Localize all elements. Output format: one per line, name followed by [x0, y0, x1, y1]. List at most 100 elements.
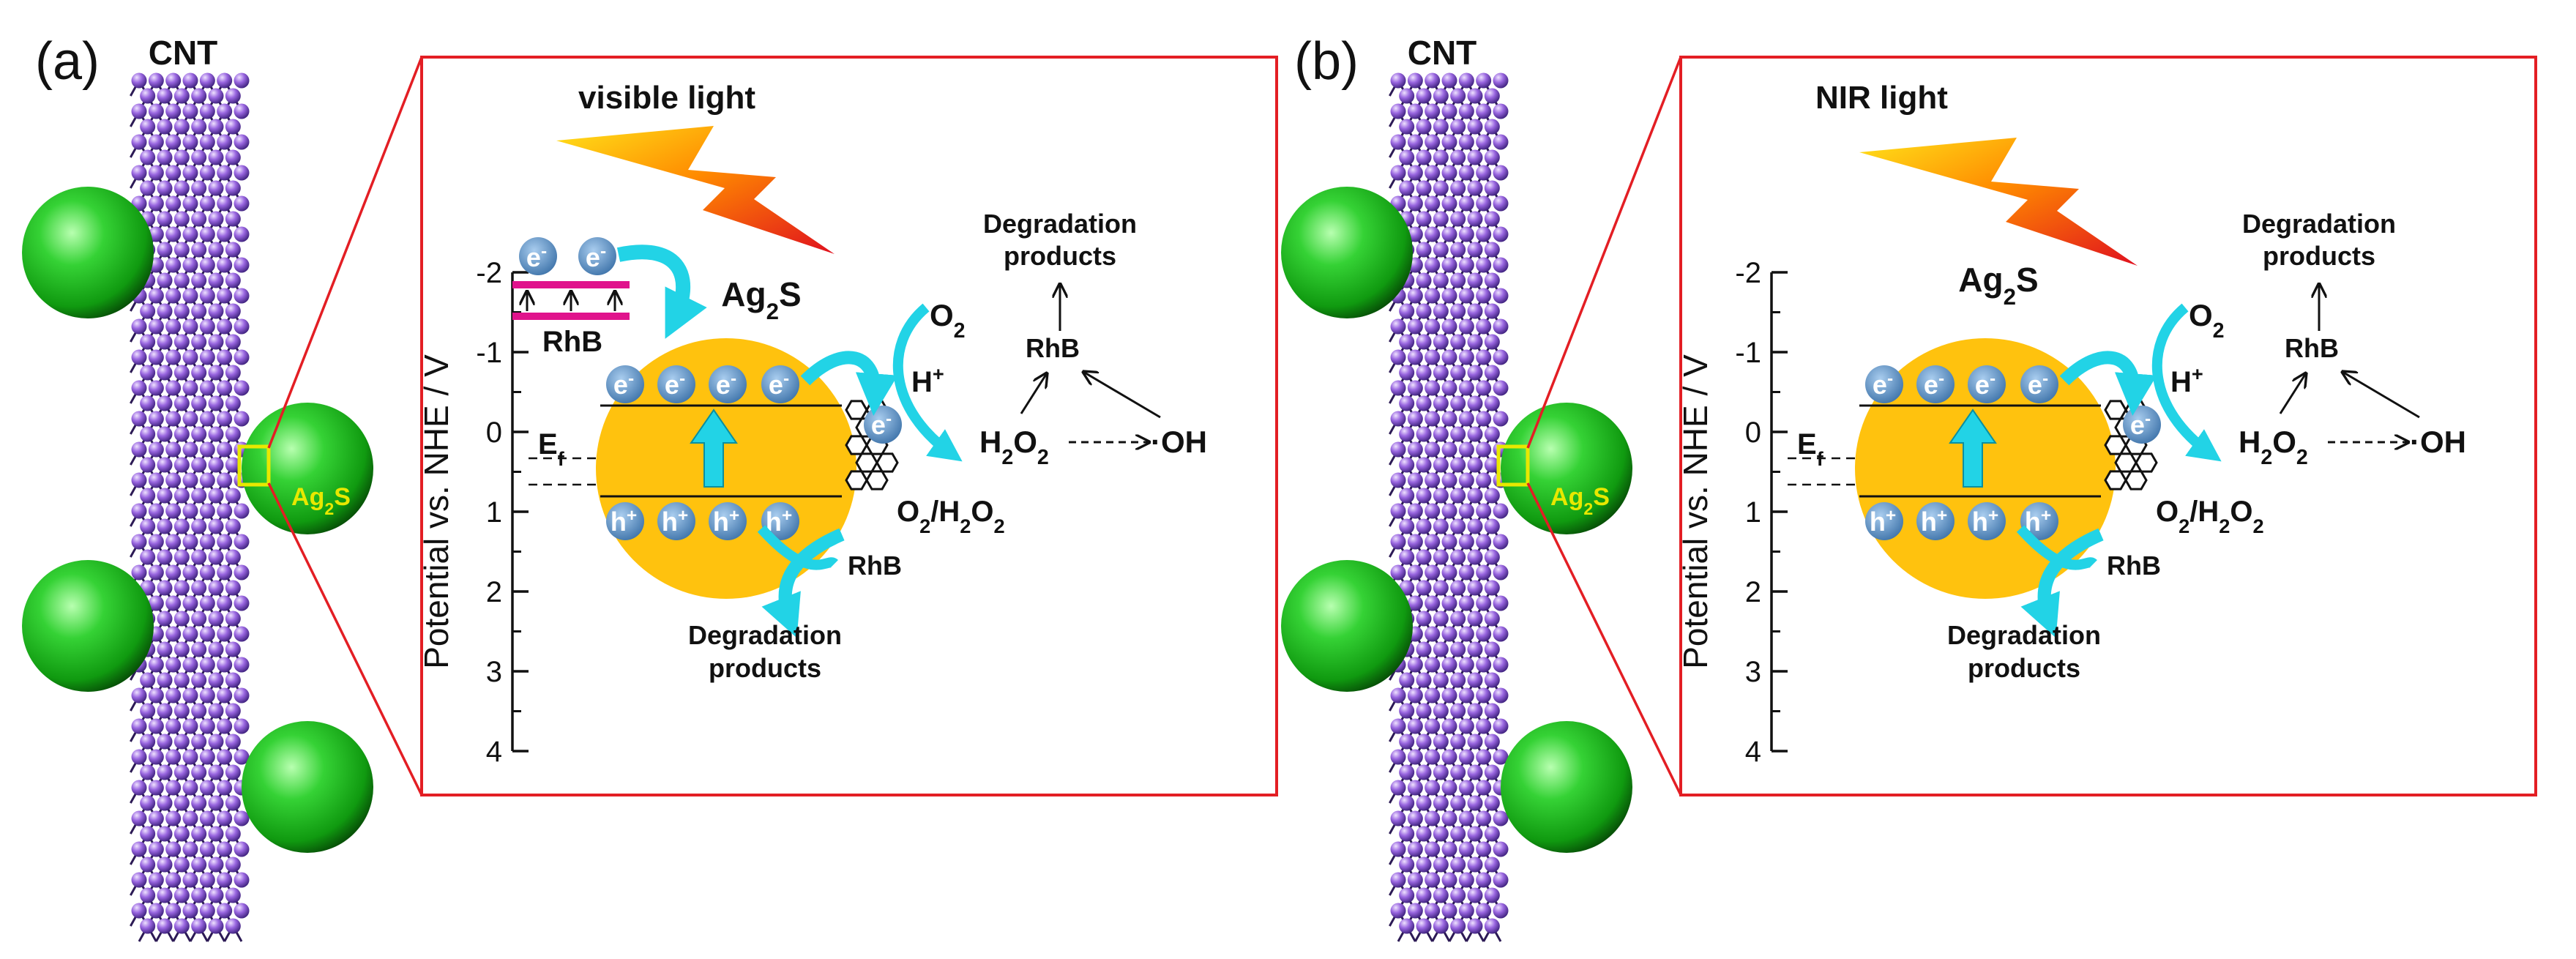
cnt-atom — [191, 303, 207, 319]
cnt-atom — [234, 195, 250, 212]
cnt-atom — [1450, 488, 1466, 504]
cnt-atom — [140, 764, 156, 780]
cnt-atom — [1433, 426, 1449, 442]
o2h2o2-label: O2/H2O2 — [2156, 496, 2264, 537]
axis-tick-label: 0 — [1745, 417, 1761, 449]
cnt-atom — [1476, 72, 1492, 89]
cnt-atom — [1476, 749, 1492, 765]
cnt-atom — [1484, 734, 1500, 750]
oh-attack-arrow — [2342, 372, 2420, 419]
cnt-atom — [191, 580, 207, 596]
cnt-atom — [1458, 288, 1474, 304]
rhb-middle-label: RhB — [2285, 333, 2339, 363]
cnt-atom — [191, 149, 207, 165]
cnt-atom — [140, 826, 156, 842]
cnt-atom — [173, 826, 190, 842]
cnt-atom — [234, 226, 250, 242]
cnt-atom — [1433, 149, 1449, 165]
cnt-atom — [217, 657, 233, 673]
axis-tick-label: 3 — [1745, 656, 1761, 688]
cnt-atom — [1484, 518, 1500, 534]
cnt-atom — [1458, 72, 1474, 89]
rhb-lumo-bar — [512, 281, 630, 288]
cnt-atom — [182, 349, 198, 365]
cnt-atom — [165, 564, 182, 581]
cnt-atom — [131, 903, 147, 919]
hexagon — [2114, 452, 2138, 473]
cnt-atom — [225, 734, 241, 750]
light-label: NIR light — [1815, 80, 1948, 116]
cnt-atom — [1467, 488, 1483, 504]
cnt-atom — [182, 687, 198, 704]
cnt-atom — [1484, 703, 1500, 719]
cnt-atom — [182, 749, 198, 765]
cnt-atom — [148, 318, 164, 335]
cnt-atom — [199, 165, 215, 181]
cnt-atom — [1467, 303, 1483, 319]
electron-label: e- — [2028, 369, 2048, 400]
cnt-atom — [1450, 457, 1466, 473]
cnt-atom — [157, 672, 173, 688]
cnt-atom — [1441, 626, 1457, 642]
cnt-atom — [1425, 318, 1441, 335]
cnt-atom — [1458, 441, 1474, 458]
rhb-sensitizer-label: RhB — [542, 326, 602, 358]
cnt-atom — [1450, 795, 1466, 811]
cnt-atom — [1450, 211, 1466, 227]
cnt-atom — [1441, 349, 1457, 365]
cnt-atom — [1416, 242, 1432, 258]
cnt-atom — [1399, 88, 1415, 104]
cnt-atom — [217, 72, 233, 89]
cnt-atom — [217, 165, 233, 181]
cnt-atom — [157, 119, 173, 135]
cnt-atom — [191, 518, 207, 534]
cnt-atom — [1476, 195, 1492, 212]
cnt-atom — [1441, 226, 1457, 242]
cnt-atom — [131, 749, 147, 765]
cnt-atom — [1450, 426, 1466, 442]
cnt-atom — [148, 503, 164, 519]
cnt-atom — [1484, 211, 1500, 227]
cnt-atom — [1476, 103, 1492, 119]
cnt-atom — [173, 518, 190, 534]
cnt-atom — [131, 780, 147, 796]
cnt-atom — [1416, 149, 1432, 165]
cnt-atom — [217, 749, 233, 765]
cnt-atom — [1484, 119, 1500, 135]
ag2s-particle-label: Ag2S — [1550, 483, 1610, 518]
cnt-atom — [173, 88, 190, 104]
cnt-atom — [1484, 887, 1500, 903]
cnt-atom — [182, 134, 198, 150]
electron-icon — [761, 365, 799, 403]
cnt-atom — [1416, 826, 1432, 842]
cnt-atom — [1476, 687, 1492, 704]
cnt-atom — [1450, 518, 1466, 534]
cnt-atom — [1476, 503, 1492, 519]
cnt-atom — [234, 349, 250, 365]
degradation-bottom-line2: products — [709, 653, 821, 683]
cnt-atom — [1476, 872, 1492, 888]
cnt-atom — [1399, 149, 1415, 165]
cnt-atom — [182, 411, 198, 427]
panel-label: (a) — [35, 32, 100, 91]
electron-label: e- — [586, 242, 606, 273]
cnt-atom — [182, 72, 198, 89]
axis-tick-label: 1 — [1745, 496, 1761, 529]
cnt-atom — [1433, 672, 1449, 688]
zoom-line-top — [267, 56, 423, 449]
axis-tick-label: -1 — [1735, 337, 1761, 369]
cnt-atom — [225, 703, 241, 719]
degradation-bottom-line1: Degradation — [1947, 620, 2101, 650]
cnt-atom — [1407, 595, 1423, 611]
cnt-atom — [1425, 103, 1441, 119]
cnt-atom — [225, 795, 241, 811]
cnt-atom — [1493, 749, 1509, 765]
hexagon — [855, 452, 878, 473]
cnt-atom — [157, 734, 173, 750]
cnt-atom — [157, 918, 173, 934]
cnt-atom — [157, 549, 173, 565]
electron-icon — [1865, 365, 1903, 403]
cnt-atom — [1467, 88, 1483, 104]
cnt-atom — [199, 841, 215, 857]
